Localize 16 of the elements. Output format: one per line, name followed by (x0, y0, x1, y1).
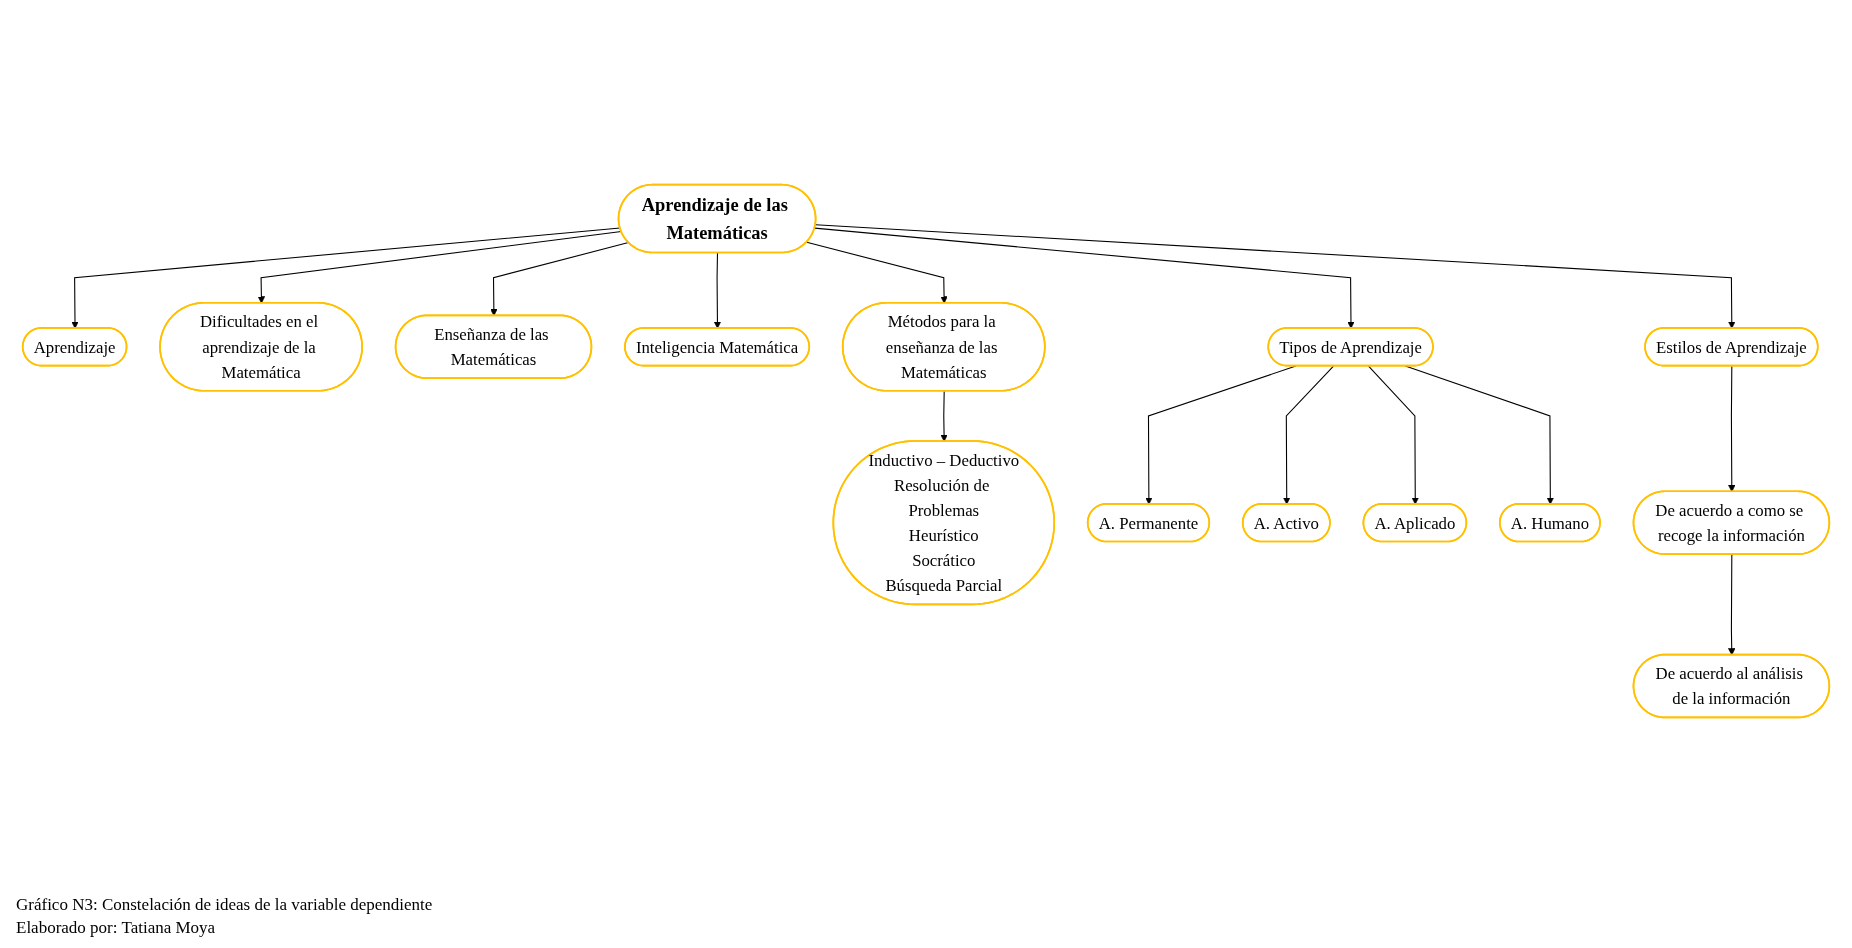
arrow (815, 224, 1736, 329)
arrow (1368, 365, 1419, 505)
credit-note: Elaborado por: Tatiana Moya (16, 917, 217, 940)
arrow (806, 241, 948, 304)
arrow (257, 230, 622, 304)
arrow (940, 390, 948, 442)
figure-caption: Gráfico N3: Constelación de ideas de la variable dependiente (16, 894, 434, 917)
arrow (1728, 365, 1736, 493)
arrow (1145, 365, 1297, 505)
arrow (71, 227, 621, 329)
arrow (814, 227, 1355, 329)
arrow (1404, 365, 1554, 505)
arrow (1283, 365, 1335, 505)
arrow (490, 242, 629, 317)
arrow (713, 252, 722, 329)
arrow (1728, 553, 1736, 656)
